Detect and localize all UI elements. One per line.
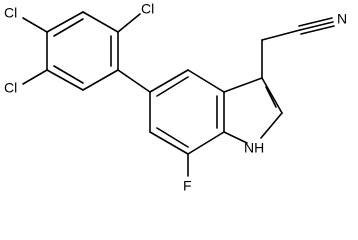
cl-label-bottom-left: Cl xyxy=(4,80,17,96)
indole-benzene-ring xyxy=(149,69,225,155)
chemical-structure: Cl Cl Cl F NH N xyxy=(4,1,347,194)
cl-bond-top-right xyxy=(117,13,141,33)
cl-bond-top-left xyxy=(22,17,48,33)
trichlorophenyl-ring xyxy=(46,11,119,91)
biaryl-bond xyxy=(117,69,151,93)
triple-bond xyxy=(298,17,335,35)
cl-bond-bottom-left xyxy=(22,69,48,85)
pyrrole-ring xyxy=(223,77,283,144)
cl-label-top-right: Cl xyxy=(141,1,154,17)
ch2-cn-bond xyxy=(261,29,301,41)
fluorine-label: F xyxy=(183,178,192,194)
cl-label-top-left: Cl xyxy=(4,5,17,21)
nitrile-n-label: N xyxy=(337,11,347,27)
nh-label: NH xyxy=(244,140,264,156)
